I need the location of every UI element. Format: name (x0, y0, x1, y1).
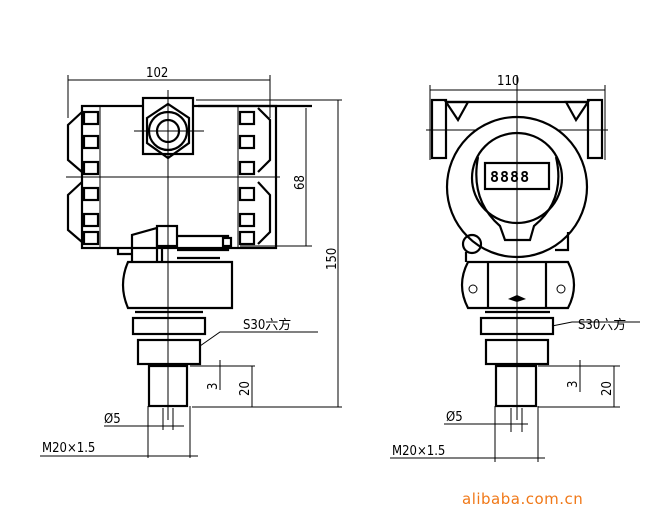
thread-length-label: 20 (238, 381, 253, 396)
hex-leader (551, 321, 640, 327)
hex-nut (136, 338, 202, 366)
thread-label: M20×1.5 (392, 444, 445, 459)
thread-label: M20×1.5 (42, 441, 95, 456)
electronics-body (121, 260, 234, 310)
watermark: alibaba.com.cn (462, 490, 583, 508)
width-dim-label: 102 (146, 66, 168, 81)
hex-leader (199, 331, 318, 347)
ground-screw (461, 233, 483, 255)
left-fins (66, 110, 100, 246)
total-height-label: 150 (325, 248, 340, 270)
hex-label: S30六方 (578, 317, 626, 333)
sealing-ring (131, 316, 207, 336)
thread-stem (494, 364, 538, 408)
width-dim-label: 110 (497, 74, 519, 89)
housing-height-label: 68 (293, 175, 308, 190)
neck (116, 224, 233, 262)
thread-length-label: 20 (600, 381, 615, 396)
bore-label: Ø5 (104, 412, 121, 427)
thread-relief-label: 3 (206, 383, 221, 390)
electronics-body (460, 260, 576, 310)
bore-label: Ø5 (446, 410, 463, 425)
right-fins (238, 107, 272, 246)
side-view: 8888 110 S30六方 3 20 Ø5 M20×1.5 (390, 74, 640, 462)
thread-relief-label: 3 (566, 381, 581, 388)
lcd-digits: 8888 (490, 168, 530, 186)
cable-gland (134, 96, 204, 160)
hex-label: S30六方 (243, 317, 291, 333)
front-view: 102 68 150 S30六方 3 20 Ø5 M20×1.5 (40, 66, 342, 458)
